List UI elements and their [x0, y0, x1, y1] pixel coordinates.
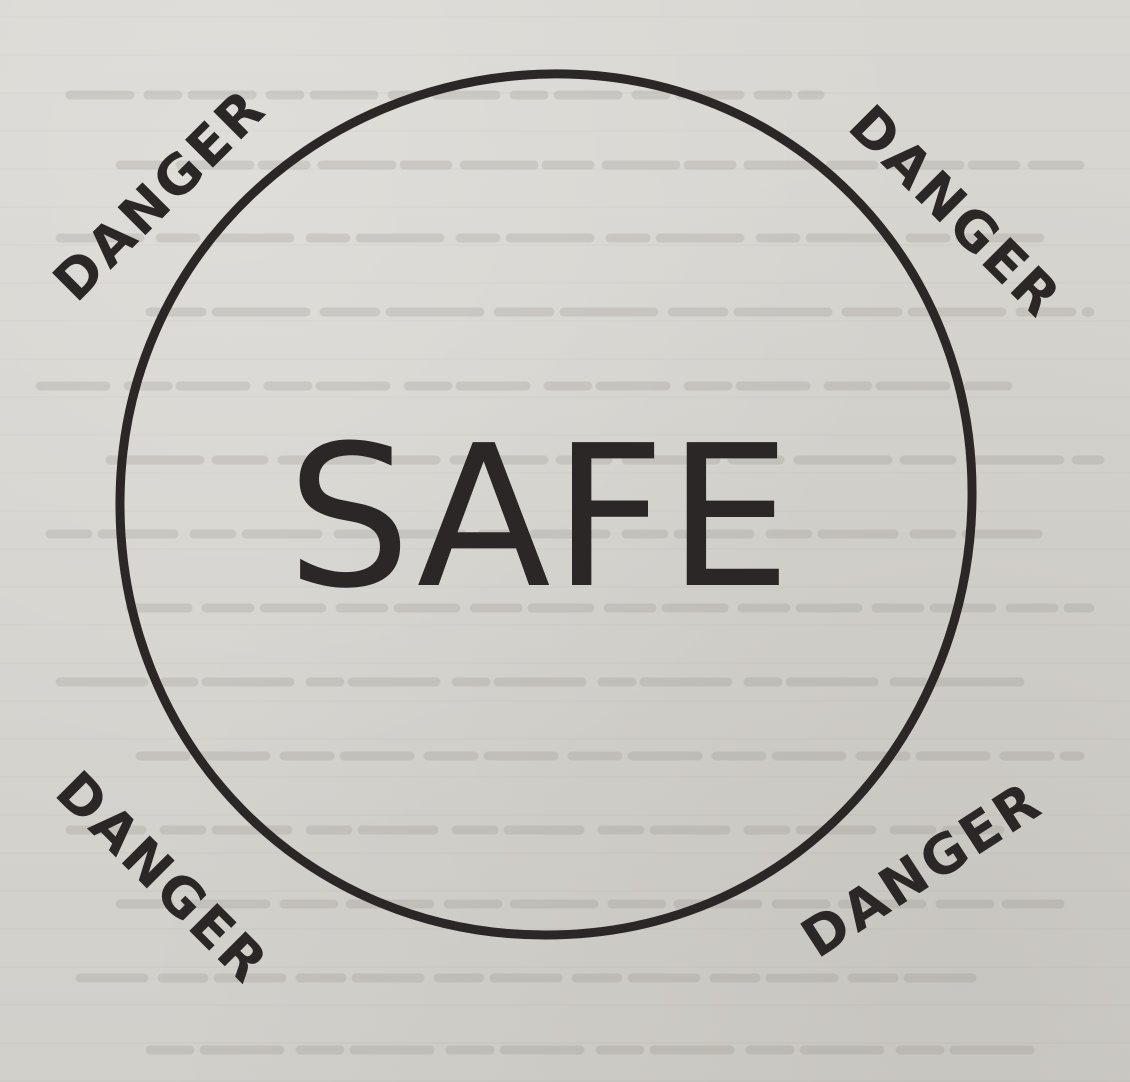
danger-label-top-left: DANGER [41, 76, 278, 313]
danger-label-bottom-left: DANGER [44, 759, 281, 996]
safe-label: SAFE [287, 404, 794, 632]
danger-label-bottom-right: DANGER [790, 769, 1053, 970]
boundary-circle [115, 69, 977, 940]
